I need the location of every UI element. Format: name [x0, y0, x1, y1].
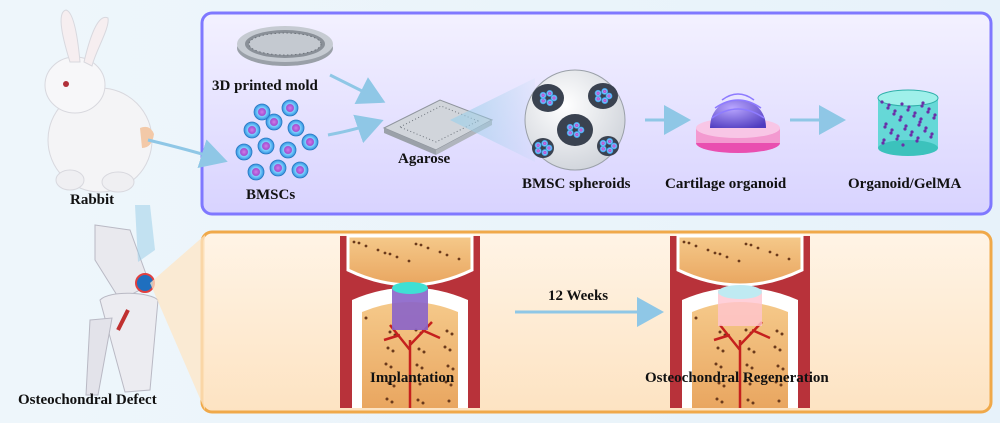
joint-section-regeneration	[670, 234, 810, 408]
cell	[247, 163, 265, 181]
mold-icon	[237, 26, 333, 66]
bmscs-label: BMSCs	[246, 187, 296, 203]
cell	[235, 143, 253, 161]
regeneration-label: Osteochondral Regeneration	[645, 370, 829, 386]
implantation-panel	[200, 230, 993, 414]
defect-label: Osteochondral Defect	[18, 392, 157, 408]
gelma-label: Organoid/GelMA	[848, 176, 962, 192]
cell	[281, 99, 299, 117]
rabbit-label: Rabbit	[70, 192, 115, 208]
cartilage-label: Cartilage organoid	[665, 176, 787, 192]
cell	[301, 133, 319, 151]
gelma-cylinder-icon	[877, 89, 939, 156]
joint-section-implantation	[340, 234, 480, 408]
cell	[253, 103, 271, 121]
flow-arrows	[147, 73, 846, 169]
cell	[279, 141, 297, 159]
weeks-label: 12 Weeks	[548, 288, 609, 304]
cell	[287, 119, 305, 137]
rabbit-icon	[44, 9, 154, 193]
cell	[291, 161, 309, 179]
cell	[269, 159, 287, 177]
implantation-label: Implantation	[370, 370, 455, 386]
knee-joint-icon	[85, 224, 159, 396]
agarose-label: Agarose	[398, 151, 451, 167]
cell	[243, 121, 261, 139]
spheroid-well-icon	[524, 69, 626, 171]
mold-label: 3D printed mold	[212, 78, 318, 94]
connector-beam	[135, 205, 155, 262]
cell-cluster-icon	[235, 99, 319, 181]
zoom-beam	[150, 235, 205, 410]
cell	[265, 113, 283, 131]
cell	[257, 137, 275, 155]
cartilage-organoid-icon	[696, 93, 780, 153]
spheroids-label: BMSC spheroids	[522, 176, 631, 192]
magnify-beam	[450, 78, 535, 162]
